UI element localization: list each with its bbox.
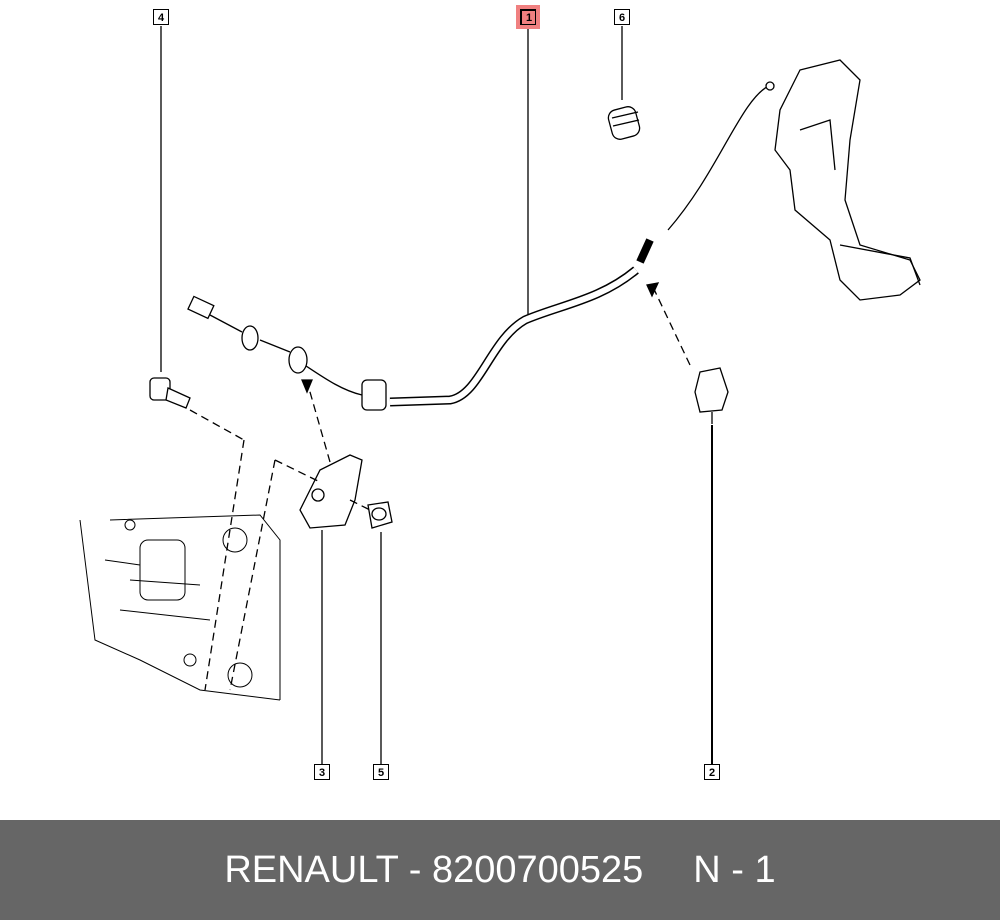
callout-2[interactable]: 2 (704, 764, 720, 780)
gearbox-housing (79, 514, 281, 701)
leader-lines (160, 26, 713, 764)
clutch-cable (187, 81, 775, 411)
nut-part-5 (367, 501, 393, 529)
bracket-part-3 (299, 454, 363, 529)
pedal-assembly (774, 59, 921, 301)
position-label: N - 1 (693, 848, 776, 891)
footer-bar: RENAULT - 8200700525 N - 1 (0, 820, 1000, 920)
parts-diagram (79, 26, 921, 764)
bolt-part-4 (149, 377, 191, 409)
callout-5[interactable]: 5 (373, 764, 389, 780)
callout-3[interactable]: 3 (314, 764, 330, 780)
callout-1[interactable]: 1 (516, 5, 540, 29)
callout-6[interactable]: 6 (614, 9, 630, 25)
callout-4[interactable]: 4 (153, 9, 169, 25)
part-number-label: RENAULT - 8200700525 (224, 848, 644, 891)
clip-part-2 (694, 367, 729, 424)
assembly-lines (189, 284, 691, 691)
grommet-part-6 (607, 106, 641, 140)
